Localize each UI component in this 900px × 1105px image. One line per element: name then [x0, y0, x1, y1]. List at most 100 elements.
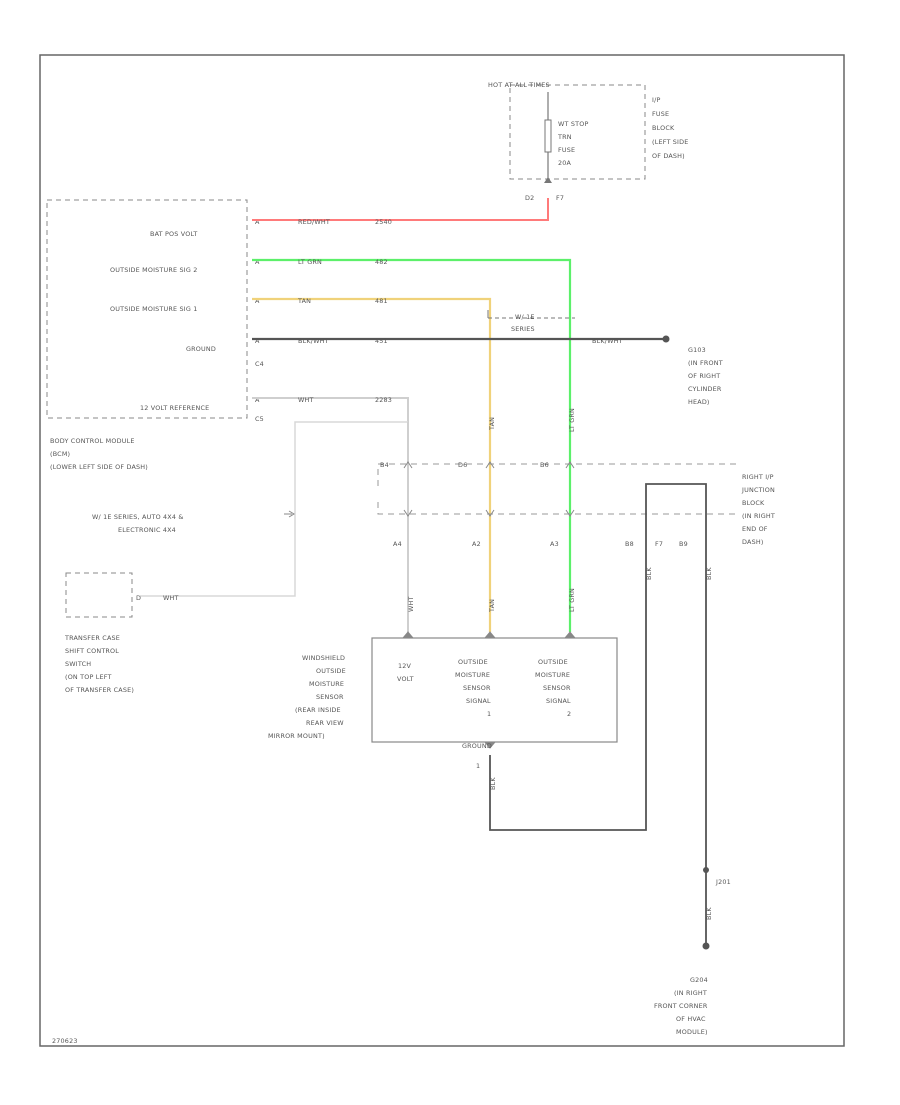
transfer-case-wire: WHT	[163, 594, 179, 602]
footer-code: 270623	[52, 1037, 78, 1045]
wire-green-code: LT GRN	[298, 258, 322, 266]
sensor-term-2-line-4: SIGNAL	[466, 697, 491, 705]
fuse-block-location-5: OF DASH)	[652, 152, 685, 160]
sensor-conn-3	[564, 631, 576, 639]
transfer-case-switch: D TRANSFER CASE SHIFT CONTROL SWITCH (ON…	[64, 572, 141, 694]
splice-j201-label: J201	[715, 878, 731, 886]
wire-yellow-code: TAN	[297, 297, 311, 305]
ground-lower-wire-label: BLK	[705, 907, 713, 920]
sensor-name-6: REAR VIEW	[306, 719, 344, 727]
bcm-location-2: (BCM)	[50, 450, 70, 458]
fuse-block-location-4: (LEFT SIDE	[652, 138, 689, 146]
junction-conn-1-top	[403, 461, 413, 469]
sensor-ground-wire-label: BLK	[489, 777, 497, 790]
junction-conn-3-top	[565, 461, 575, 469]
sensor-term-2-line-2: MOISTURE	[455, 671, 490, 679]
wire-yellow-vlabel-lower: TAN	[488, 599, 496, 613]
sensor-name-3: MOISTURE	[309, 680, 344, 688]
junction-pin-top-3: B6	[540, 461, 549, 469]
fuse-label-1: WT STOP	[558, 120, 589, 128]
sensor-ground-pin: 1	[476, 762, 480, 770]
g103-label-1: G103	[688, 346, 706, 354]
sensor-outline	[371, 637, 618, 743]
fuse-pin-right: F7	[556, 194, 564, 202]
sensor-term-3-line-2: MOISTURE	[535, 671, 570, 679]
sensor-term-3-line-5: 2	[567, 710, 571, 718]
bcm-pin-a-2: A	[255, 258, 260, 266]
fuse-label-3: FUSE	[558, 146, 575, 154]
wire-ref	[252, 397, 409, 632]
junction-pin-top-2: D6	[458, 461, 467, 469]
sensor-name-7: MIRROR MOUNT)	[268, 732, 325, 740]
sensor-conn-ground	[484, 741, 496, 749]
transfer-case-outline	[65, 572, 133, 618]
series-note-2: ELECTRONIC 4X4	[118, 526, 176, 534]
junction-top-line	[377, 463, 736, 486]
wire-green-circuit: 482	[375, 258, 388, 266]
bcm-pin-label-ref: 12 VOLT REFERENCE	[140, 404, 209, 412]
fuse-block-location-1: I/P	[652, 96, 661, 104]
wire-yellow-vlabel: TAN	[488, 417, 496, 431]
junction-pin-top-1: B4	[380, 461, 389, 469]
bcm-pin-a-5: A	[255, 396, 260, 404]
sensor-term-3-line-1: OUTSIDE	[538, 658, 568, 666]
wire-red	[252, 198, 549, 221]
bcm-pin-label-sig1: OUTSIDE MOISTURE SIG 1	[110, 305, 198, 313]
junction-conn-3-bottom	[565, 509, 575, 517]
junction-pin-bottom-3: A3	[550, 540, 559, 548]
junction-pin-bottom-5: F7	[655, 540, 663, 548]
bcm-pin-label-ground: GROUND	[186, 345, 216, 353]
fuse-block: HOT AT ALL TIMES I/P FUSE BLOCK (LEFT SI…	[488, 81, 689, 202]
bcm-pin-a-4: A	[255, 337, 260, 345]
sensor-name-4: SENSOR	[316, 693, 344, 701]
ground-loop-wire-label: BLK	[645, 567, 653, 580]
junction-location-5: END OF	[742, 525, 768, 533]
bcm-pin-label-bat: BAT POS VOLT	[150, 230, 197, 238]
fuse-block-outline	[509, 84, 646, 180]
sensor-term-2-line-3: SENSOR	[463, 684, 491, 692]
fuse-block-header: HOT AT ALL TIMES	[488, 81, 550, 89]
g103-label-5: HEAD)	[688, 398, 710, 406]
sensor-name-1: WINDSHIELD	[302, 654, 345, 662]
g204-label-2: (IN RIGHT	[674, 989, 707, 997]
fuse-element	[544, 119, 552, 153]
wire-black-circuit: 451	[375, 337, 388, 345]
ground-g103-terminal	[662, 335, 670, 343]
bcm-pin-a-3: A	[255, 297, 260, 305]
g103-label-4: CYLINDER	[688, 385, 722, 393]
wire-black-code-right: BLK/WHT	[592, 337, 623, 345]
ground-g204: G204 (IN RIGHT FRONT CORNER OF HVAC MODU…	[654, 976, 708, 1036]
wire-yellow-circuit: 481	[375, 297, 388, 305]
sensor-conn-1	[402, 631, 414, 639]
ground-g103: G103 (IN FRONT OF RIGHT CYLINDER HEAD)	[688, 346, 723, 406]
wire-green-vlabel-lower: LT GRN	[568, 588, 576, 612]
junction-bottom-line	[377, 502, 736, 515]
junction-conn-2-top	[485, 461, 495, 469]
junction-conn-1-bottom	[403, 509, 413, 517]
bcm-pin-label-sig2: OUTSIDE MOISTURE SIG 2	[110, 266, 198, 274]
bcm-location-1: BODY CONTROL MODULE	[50, 437, 135, 445]
g204-label-3: FRONT CORNER	[654, 1002, 708, 1010]
fuse-label-2: TRN	[557, 133, 572, 141]
junction-location-4: (IN RIGHT	[742, 512, 775, 520]
junction-pin-bottom-6: B9	[679, 540, 688, 548]
sensor-term-2-line-1: OUTSIDE	[458, 658, 488, 666]
body-control-module: BAT POS VOLT OUTSIDE MOISTURE SIG 2 OUTS…	[46, 199, 264, 471]
bcm-pin-a-1: A	[255, 218, 260, 226]
wire-red-circuit: 2540	[375, 218, 392, 226]
sensor-term-1-line-1: 12V	[398, 662, 412, 670]
transfer-case-label-5: OF TRANSFER CASE)	[65, 686, 134, 694]
wire-red-code: RED/WHT	[298, 218, 330, 226]
transfer-case-label-4: (ON TOP LEFT	[65, 673, 112, 681]
sensor-term-3-line-4: SIGNAL	[546, 697, 571, 705]
splice-note-2: SERIES	[511, 325, 535, 333]
wire-ref-code: WHT	[298, 396, 314, 404]
wire-ref-circuit: 2283	[375, 396, 392, 404]
ground-g204-terminal	[702, 942, 710, 950]
sensor-term-3-line-3: SENSOR	[543, 684, 571, 692]
sensor-term-2-line-5: 1	[487, 710, 491, 718]
fuse-block-location-3: BLOCK	[652, 124, 675, 132]
transfer-case-label-3: SWITCH	[65, 660, 91, 668]
g204-label-1: G204	[690, 976, 708, 984]
